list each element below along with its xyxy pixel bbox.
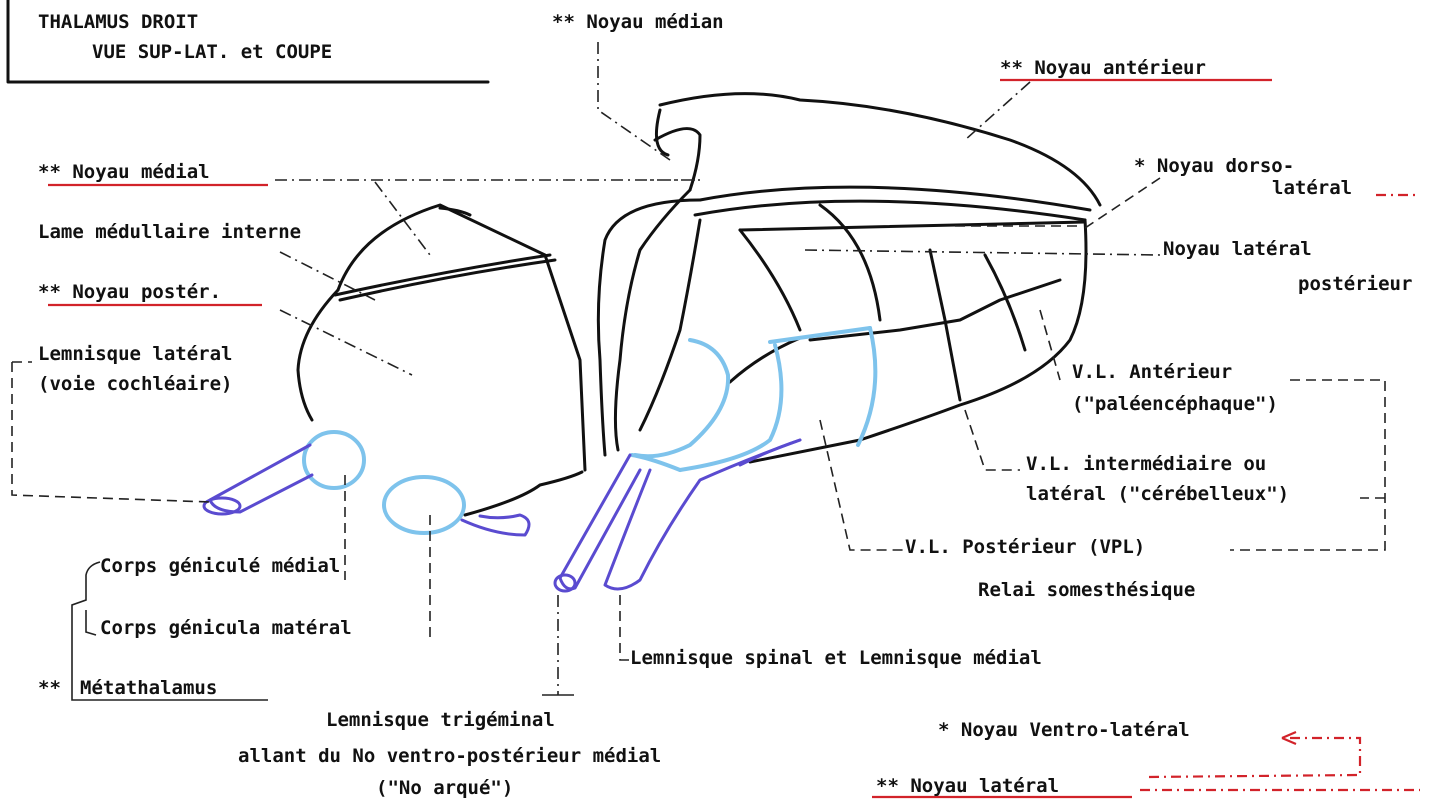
label-metathalamus-star: ** — [38, 677, 61, 699]
label-noyau-dorso-lateral-2: latéral — [1272, 177, 1352, 199]
label-corps-genicule-medial: Corps géniculé médial — [100, 555, 340, 577]
label-metathalamus: Métathalamus — [80, 677, 217, 699]
label-lemnisque-trigeminal-2: allant du No ventro-postérieur médial — [238, 745, 661, 767]
label-noyau-median: ** Noyau médian — [552, 11, 724, 33]
label-noyau-dorso-lateral-1: * Noyau dorso- — [1134, 155, 1294, 177]
corps-genicule-medial-shape — [304, 432, 364, 488]
label-vl-intermediaire-2: latéral ("cérébelleux") — [1026, 483, 1289, 505]
thalamus-anterior-mass — [598, 94, 1100, 462]
label-noyau-lateral-posterieur-1: Noyau latéral — [1163, 238, 1312, 260]
label-vl-anterieur-1: V.L. Antérieur — [1072, 361, 1232, 383]
label-vl-intermediaire-1: V.L. intermédiaire ou — [1026, 453, 1266, 475]
red-annotations — [48, 80, 1420, 797]
thalamus-posterior-block — [298, 205, 585, 515]
corps-genicule-lateral-shape — [384, 477, 464, 533]
label-corps-genicule-lateral: Corps génicula matéral — [100, 617, 352, 639]
label-lemnisque-trigeminal-3: ("No arqué") — [376, 777, 513, 799]
ventral-lateral-blue-outlines — [304, 328, 875, 533]
label-noyau-poster: ** Noyau postér. — [38, 281, 221, 303]
label-noyau-lateral-posterieur-2: postérieur — [1298, 273, 1412, 295]
label-lemnisque-trigeminal-1: Lemnisque trigéminal — [326, 709, 555, 731]
label-vl-anterieur-2: ("paléencéphaque") — [1072, 393, 1278, 415]
label-lemnisque-lateral-2: (voie cochléaire) — [38, 373, 232, 395]
title-line-1: THALAMUS DROIT — [38, 11, 198, 33]
labels: ** Noyau médian ** Noyau antérieur * Noy… — [38, 11, 1412, 799]
label-relai-somesthesique: Relai somesthésique — [978, 579, 1195, 601]
label-noyau-ventro-lateral: * Noyau Ventro-latéral — [938, 719, 1190, 741]
label-lame-medullaire: Lame médullaire interne — [38, 221, 301, 243]
label-noyau-anterieur: ** Noyau antérieur — [1000, 57, 1206, 79]
title-box: THALAMUS DROIT VUE SUP-LAT. et COUPE — [8, 0, 488, 82]
label-noyau-medial: ** Noyau médial — [38, 161, 210, 183]
title-line-2: VUE SUP-LAT. et COUPE — [92, 41, 332, 63]
label-lemnisque-lateral-1: Lemnisque latéral — [38, 343, 232, 365]
label-noyau-lateral: ** Noyau latéral — [876, 775, 1059, 797]
label-vl-posterieur: V.L. Postérieur (VPL) — [905, 536, 1145, 558]
label-lemnisque-spinal: Lemnisque spinal et Lemnisque médial — [630, 647, 1042, 669]
